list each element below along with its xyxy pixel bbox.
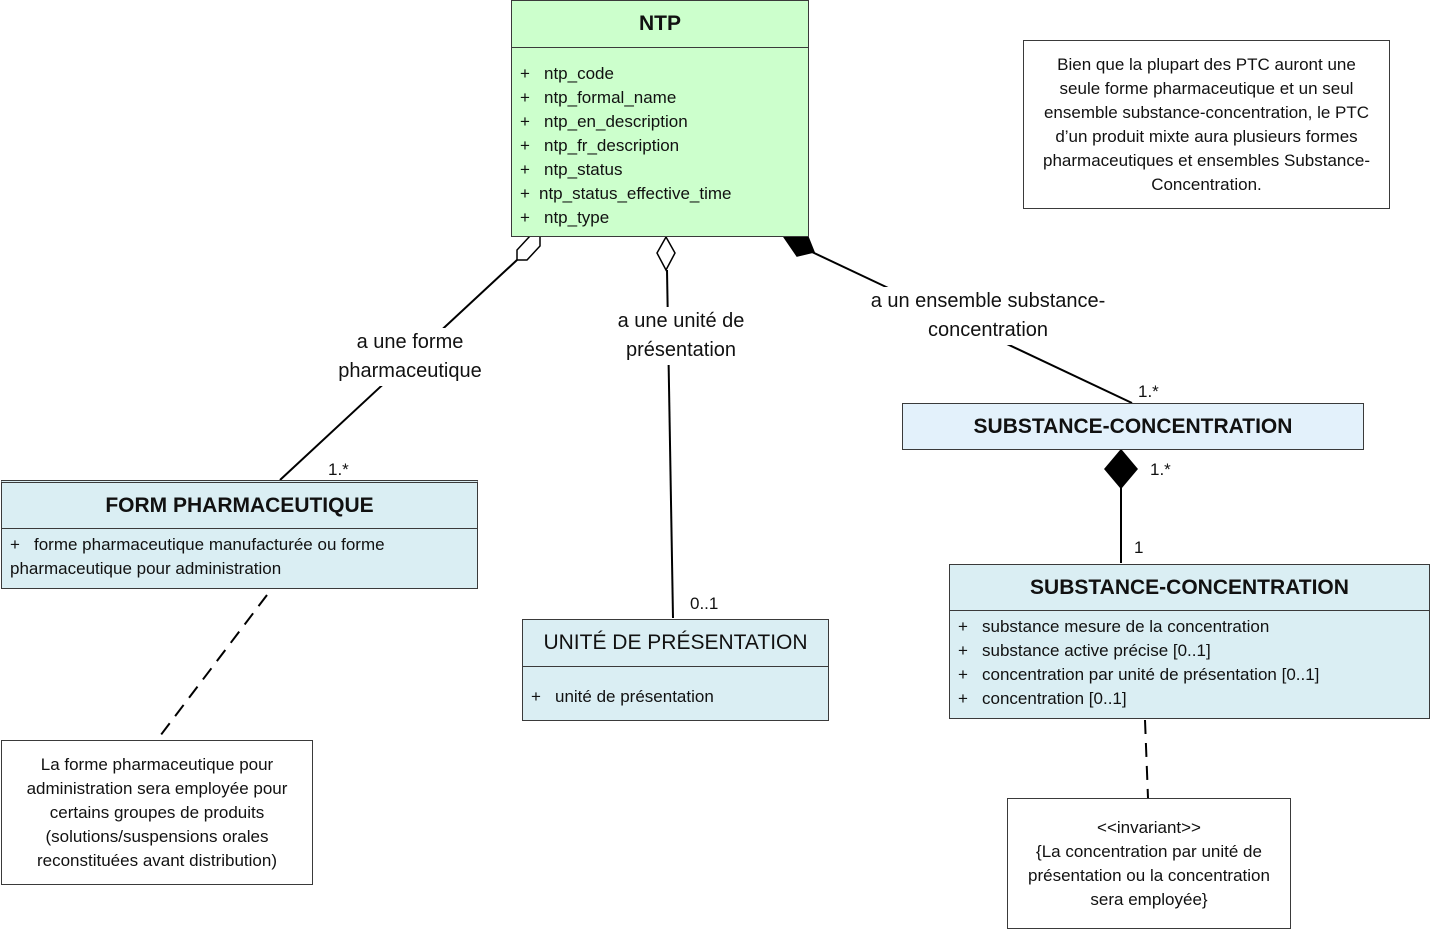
attribute-plus: + [958, 689, 968, 708]
forme-aggregation-diamond [516, 235, 541, 261]
label-line: a une forme [356, 331, 464, 353]
attribute-name: ntp_en_description [544, 112, 688, 131]
label-line: pharmaceutique [338, 360, 482, 382]
attribute-plus: + [520, 64, 530, 83]
sc-note-dashed-line [1144, 719, 1149, 799]
attribute-name: substance mesure de la concentration [982, 617, 1270, 636]
sc-attribute-row: + concentration par unité de présentation… [958, 663, 1421, 687]
label-line: a une unité de [617, 310, 745, 332]
ntp-attribute-row: + ntp_type [520, 206, 800, 230]
attribute-name: substance active précise [0..1] [982, 641, 1211, 660]
attribute-name: concentration par unité de présentation … [982, 665, 1320, 684]
ensemble-composition-diamond [782, 236, 816, 257]
note-line: administration sera employée pour [26, 778, 288, 798]
substance-concentration-attributes: + substance mesure de la concentration + s… [950, 611, 1429, 719]
sc-composition-diamond [1104, 448, 1138, 490]
ntp-attribute-row: + ntp_status [520, 158, 800, 182]
form-pharmaceutique-title: FORM PHARMACEUTIQUE [2, 483, 477, 529]
mixed-product-note: Bien que la plupart des PTC auront une s… [1023, 40, 1390, 209]
attribute-plus: + [520, 160, 530, 179]
unite-presentation-attributes: + unité de présentation [523, 667, 828, 717]
note-line: reconstituées avant distribution) [36, 850, 278, 870]
substance-concentration-class-box[interactable]: SUBSTANCE-CONCENTRATION + substance mesur… [949, 564, 1430, 719]
note-line: certains groupes de produits [49, 802, 265, 822]
attribute-plus: + [520, 184, 530, 203]
attribute-name: unité de présentation [555, 687, 714, 706]
attribute-plus: + [520, 88, 530, 107]
sc-attribute-row: + substance mesure de la concentration [958, 615, 1421, 639]
ntp-attribute-row: + ntp_en_description [520, 110, 800, 134]
ntp-attribute-row: + ntp_code [520, 62, 800, 86]
ensemble-association-label: a un ensemble substance- concentration [852, 287, 1124, 345]
ntp-attribute-row: + ntp_status_effective_time [520, 182, 800, 206]
form-attribute-row: + forme pharmaceutique manufacturée ou fo… [10, 533, 469, 557]
form-attribute-row-continued: pharmaceutique pour administration [10, 559, 282, 578]
note-line: Concentration. [1151, 174, 1262, 194]
note-line: (solutions/suspensions orales [45, 826, 269, 846]
forme-association-label: a une forme pharmaceutique [322, 328, 498, 386]
note-line: pharmaceutiques et ensembles Substance- [1043, 150, 1370, 170]
forme-multiplicity: 1.* [328, 460, 349, 479]
attribute-name: concentration [0..1] [982, 689, 1127, 708]
form-note-dashed-line [156, 594, 268, 741]
ntp-attribute-row: + ntp_formal_name [520, 86, 800, 110]
unite-aggregation-diamond [656, 235, 676, 272]
sc-attribute-row: + substance active précise [0..1] [958, 639, 1421, 663]
note-line: sera employée} [1090, 889, 1208, 909]
note-line: La forme pharmaceutique pour [40, 754, 274, 774]
label-line: a un ensemble substance- [870, 290, 1106, 312]
attribute-name: ntp_status [544, 160, 623, 179]
note-line: seule forme pharmaceutique et un seul [1059, 78, 1354, 98]
sc-top-multiplicity: 1.* [1150, 460, 1171, 479]
note-line: présentation ou la concentration [1028, 865, 1270, 885]
substance-concentration-set-box[interactable]: SUBSTANCE-CONCENTRATION [902, 403, 1364, 450]
forme-administration-note: La forme pharmaceutique pour administrat… [1, 740, 313, 885]
unite-presentation-title: UNITÉ DE PRÉSENTATION [523, 620, 828, 667]
attribute-name: ntp_type [544, 208, 610, 227]
attribute-plus: + [958, 641, 968, 660]
attribute-plus: + [520, 136, 530, 155]
ntp-class-title: NTP [512, 1, 808, 48]
unite-attribute-row: + unité de présentation [531, 685, 820, 709]
note-line: {La concentration par unité de [1036, 841, 1262, 861]
attribute-plus: + [958, 665, 968, 684]
attribute-plus: + [10, 535, 20, 554]
ntp-attribute-list: + ntp_code + ntp_formal_name + ntp_en_descr… [512, 48, 808, 238]
attribute-plus: + [520, 208, 530, 227]
substance-concentration-set-title: SUBSTANCE-CONCENTRATION [973, 414, 1293, 438]
unite-multiplicity: 0..1 [690, 594, 719, 613]
sc-bottom-multiplicity: 1 [1134, 538, 1144, 557]
unite-presentation-class-box[interactable]: UNITÉ DE PRÉSENTATION + unité de présenta… [522, 619, 829, 721]
note-line: <<invariant>> [1097, 817, 1201, 837]
note-line: d’un produit mixte aura plusieurs formes [1055, 126, 1358, 146]
attribute-plus: + [531, 687, 541, 706]
label-line: concentration [927, 319, 1049, 341]
attribute-name: ntp_formal_name [544, 88, 677, 107]
attribute-name: ntp_code [544, 64, 614, 83]
form-pharmaceutique-class-box[interactable]: FORM PHARMACEUTIQUE + forme pharmaceutiqu… [1, 480, 478, 589]
unite-association-label: a une unité de présentation [598, 307, 764, 365]
note-line: Bien que la plupart des PTC auront une [1057, 54, 1356, 74]
attribute-name: ntp_status_effective_time [539, 184, 732, 203]
label-line: présentation [625, 339, 737, 361]
substance-concentration-title: SUBSTANCE-CONCENTRATION [950, 565, 1429, 611]
invariant-note: <<invariant>> {La concentration par unit… [1007, 798, 1291, 929]
ensemble-multiplicity: 1.* [1138, 382, 1159, 401]
attribute-name: forme pharmaceutique manufacturée ou for… [34, 535, 385, 554]
attribute-name: ntp_fr_description [544, 136, 680, 155]
sc-attribute-row: + concentration [0..1] [958, 687, 1421, 711]
attribute-plus: + [958, 617, 968, 636]
ntp-class-box[interactable]: NTP + ntp_code + ntp_formal_name + ntp_en_d… [511, 0, 809, 237]
form-pharmaceutique-attributes: + forme pharmaceutique manufacturée ou fo… [2, 529, 477, 589]
attribute-plus: + [520, 112, 530, 131]
note-line: ensemble substance-concentration, le PTC [1043, 102, 1370, 122]
ntp-attribute-row: + ntp_fr_description [520, 134, 800, 158]
